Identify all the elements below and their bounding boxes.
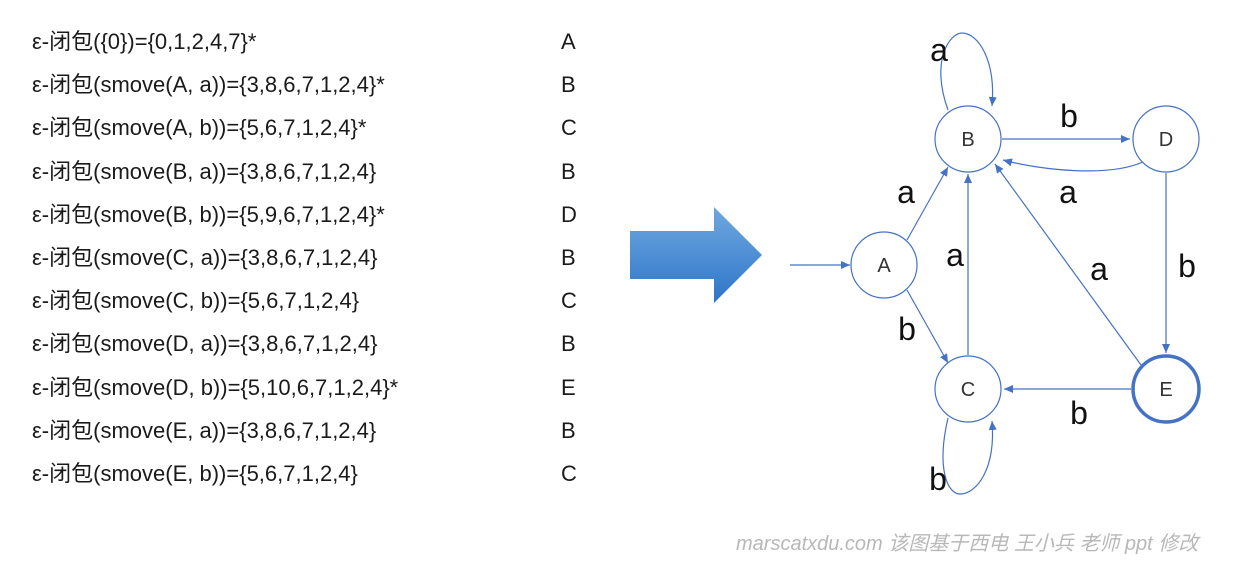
state-A: A [850, 231, 918, 299]
edge-label-D-B: a [1059, 174, 1077, 210]
state-name: B [561, 245, 576, 270]
edge-label-D-E: b [1178, 248, 1196, 284]
right-arrow-icon [630, 207, 762, 303]
construction-row: ε-闭包(smove(E, a))={3,8,6,7,1,2,4} B [32, 411, 592, 451]
state-C: C [934, 355, 1002, 423]
state-name: B [561, 158, 576, 184]
closure-expression: ε-闭包(smove(C, a))={3,8,6,7,1,2,4} [32, 245, 378, 270]
closure-expression: ε-闭包(smove(E, a))={3,8,6,7,1,2,4} [32, 417, 377, 443]
state-D: D [1132, 105, 1200, 173]
edge-label-E-B: a [1090, 251, 1108, 287]
state-name: C [561, 115, 577, 141]
construction-row: ε-闭包(smove(C, a))={3,8,6,7,1,2,4} B [32, 238, 592, 278]
closure-expression: ε-闭包(smove(B, a))={3,8,6,7,1,2,4} [32, 158, 377, 184]
state-name: E [561, 374, 576, 400]
closure-expression: ε-闭包(smove(C, b))={5,6,7,1,2,4} [32, 288, 360, 314]
svg-text:A: A [877, 255, 891, 277]
state-name: C [561, 461, 577, 486]
edge-B-B-loop [940, 32, 997, 111]
construction-row: ε-闭包({0})={0,1,2,4,7}* A [32, 22, 592, 62]
svg-text:E: E [1159, 379, 1172, 401]
state-name: D [561, 201, 577, 227]
state-name: A [561, 29, 576, 54]
state-name: C [561, 288, 577, 314]
state-name: B [561, 417, 576, 443]
edge-A-C [906, 289, 949, 364]
closure-expression: ε-闭包(smove(B, b))={5,9,6,7,1,2,4}* [32, 201, 385, 227]
closure-expression: ε-闭包(smove(D, b))={5,10,6,7,1,2,4}* [32, 374, 399, 400]
closure-expression: ε-闭包(smove(A, a))={3,8,6,7,1,2,4}* [32, 72, 385, 98]
closure-expression: ε-闭包({0})={0,1,2,4,7}* [32, 29, 257, 54]
closure-expression: ε-闭包(smove(D, a))={3,8,6,7,1,2,4} [32, 331, 378, 357]
construction-row: ε-闭包(smove(A, a))={3,8,6,7,1,2,4}* B [32, 65, 592, 105]
closure-expression: ε-闭包(smove(E, b))={5,6,7,1,2,4} [32, 461, 358, 486]
edge-E-B [994, 163, 1142, 366]
construction-row: ε-闭包(smove(B, a))={3,8,6,7,1,2,4} B [32, 152, 592, 192]
state-B: B [934, 105, 1002, 173]
watermark-caption: marscatxdu.com 该图基于西电 王小兵 老师 ppt 修改 [736, 533, 1199, 555]
construction-row: ε-闭包(smove(D, a))={3,8,6,7,1,2,4} B [32, 324, 592, 364]
state-name: B [561, 331, 576, 357]
svg-text:D: D [1159, 129, 1173, 151]
edge-label-C-B: a [946, 237, 964, 273]
state-name: B [561, 72, 576, 98]
edge-label-C-C: b [929, 461, 947, 497]
edge-label-A-B: a [897, 174, 915, 210]
edge-label-B-B: a [930, 32, 948, 68]
closure-expression: ε-闭包(smove(A, b))={5,6,7,1,2,4}* [32, 115, 367, 141]
state-E-final: E [1131, 354, 1201, 424]
edge-A-B [906, 166, 949, 241]
edge-label-B-D: b [1060, 98, 1078, 134]
svg-text:B: B [961, 129, 974, 151]
construction-row: ε-闭包(smove(B, b))={5,9,6,7,1,2,4}* D [32, 195, 592, 235]
edge-D-B [1002, 158, 1146, 172]
edge-label-A-C: b [898, 311, 916, 347]
construction-row: ε-闭包(smove(E, b))={5,6,7,1,2,4} C [32, 454, 592, 494]
edge-C-C-loop [942, 417, 997, 495]
construction-row: ε-闭包(smove(C, b))={5,6,7,1,2,4} C [32, 281, 592, 321]
construction-row: ε-闭包(smove(D, b))={5,10,6,7,1,2,4}* E [32, 368, 592, 408]
edge-label-E-C: b [1070, 395, 1088, 431]
svg-text:C: C [961, 379, 975, 401]
construction-row: ε-闭包(smove(A, b))={5,6,7,1,2,4}* C [32, 108, 592, 148]
